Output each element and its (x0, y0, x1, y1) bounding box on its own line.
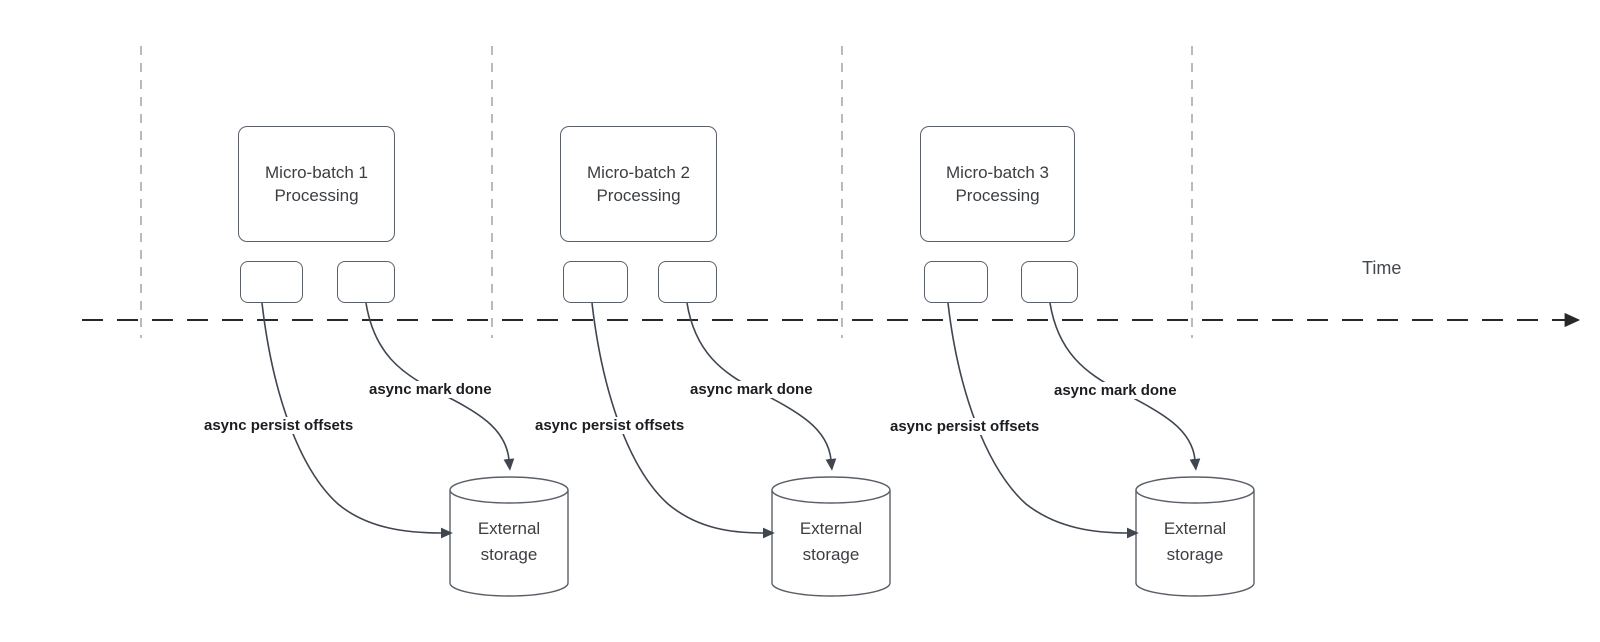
batch-1-persist-label: async persist offsets (202, 417, 356, 434)
batch-2-storage-line1: External (799, 519, 863, 538)
micro-batch-2-title: Micro-batch 2 (587, 163, 690, 182)
batch-2-storage-cylinder (771, 476, 891, 597)
batch-3-persist-label: async persist offsets (888, 418, 1042, 435)
batch-2-persist-arrow (591, 302, 775, 539)
micro-batch-3-title: Micro-batch 3 (946, 163, 1049, 182)
batch-3-storage-line2: storage (1166, 545, 1224, 564)
micro-batch-2-box: Micro-batch 2 Processing (560, 126, 717, 242)
batch-1-storage-line2: storage (480, 545, 538, 564)
batch-3-done-label: async mark done (1052, 382, 1179, 399)
micro-batch-1-subtitle: Processing (274, 186, 359, 205)
batch-2-persist-label: async persist offsets (533, 417, 687, 434)
batch-2-storage-label: External storage (772, 497, 890, 587)
batch-2-done-node (658, 261, 717, 303)
batch-1-storage-line1: External (477, 519, 541, 538)
batch-1-storage-label: External storage (450, 497, 568, 587)
micro-batch-3-subtitle: Processing (955, 186, 1040, 205)
batch-2-storage-line2: storage (802, 545, 860, 564)
batch-3-offset-node (924, 261, 988, 303)
batch-1-offset-node (240, 261, 303, 303)
batch-3-storage-line1: External (1163, 519, 1227, 538)
micro-batch-2-subtitle: Processing (596, 186, 681, 205)
micro-batch-3-box: Micro-batch 3 Processing (920, 126, 1075, 242)
batch-1-storage-cylinder (449, 476, 569, 597)
batch-1-persist-arrow (261, 302, 453, 539)
micro-batch-1-box: Micro-batch 1 Processing (238, 126, 395, 242)
batch-3-storage-label: External storage (1136, 497, 1254, 587)
micro-batch-1-title: Micro-batch 1 (265, 163, 368, 182)
batch-1-done-label: async mark done (367, 381, 494, 398)
time-label: Time (1362, 258, 1402, 278)
batch-2-offset-node (563, 261, 628, 303)
batch-3-persist-arrow (947, 302, 1139, 539)
batch-3-storage-cylinder (1135, 476, 1255, 597)
batch-2-done-label: async mark done (688, 381, 815, 398)
batch-3-done-node (1021, 261, 1078, 303)
batch-1-done-node (337, 261, 395, 303)
